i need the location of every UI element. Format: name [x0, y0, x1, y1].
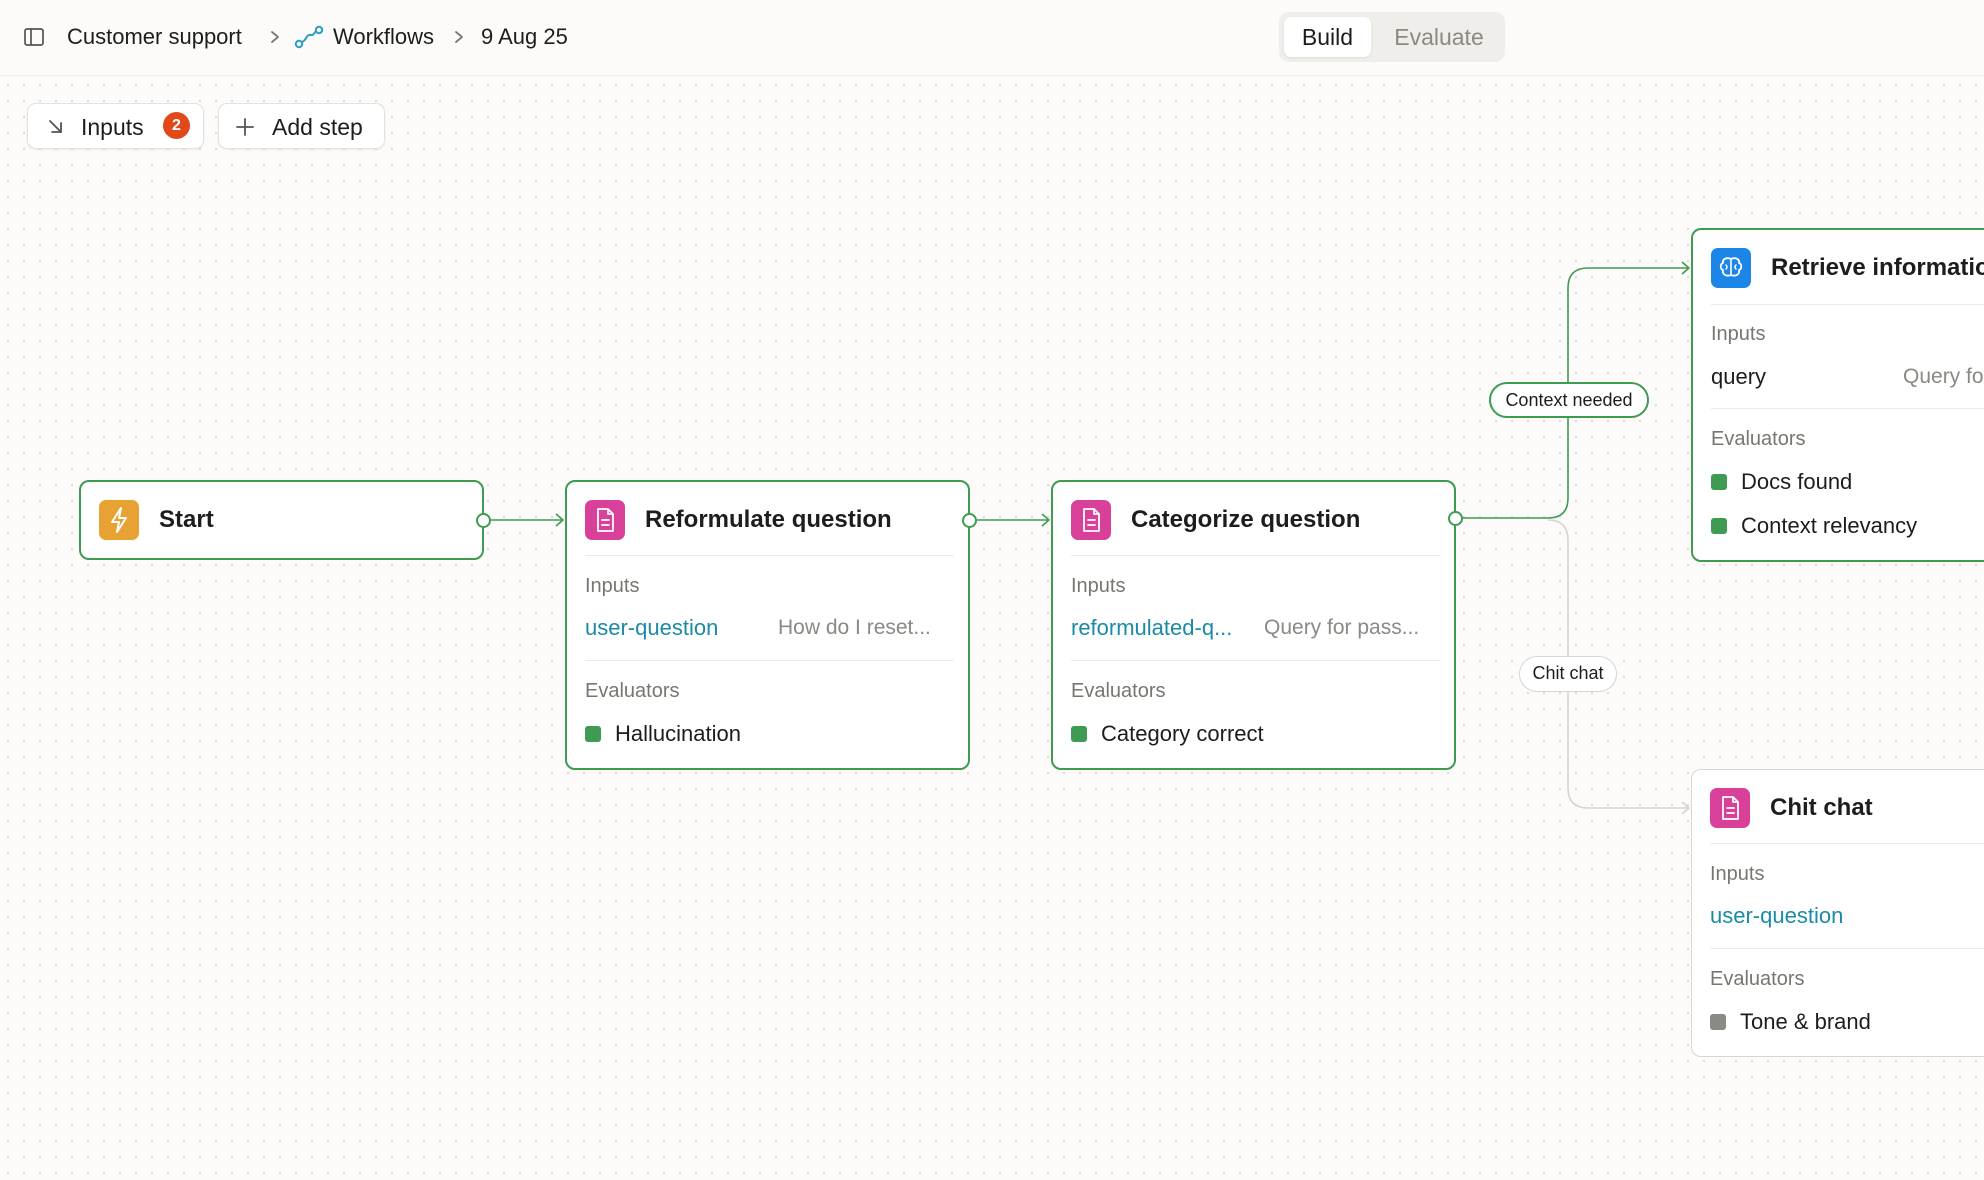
status-passed-indicator	[585, 726, 601, 742]
node-start[interactable]: Start	[79, 480, 484, 560]
node-title: Categorize question	[1131, 506, 1361, 533]
brain-icon	[1711, 248, 1751, 288]
evaluator-item[interactable]: Context relevancy	[1711, 512, 1917, 540]
arrow-down-right-icon	[49, 120, 62, 133]
evaluators-section-label: Evaluators	[1710, 968, 1805, 990]
divider	[585, 660, 954, 661]
evaluator-item[interactable]: Hallucination	[585, 720, 741, 748]
plus-icon	[236, 118, 254, 136]
divider	[1711, 304, 1984, 305]
evaluator-item[interactable]: Tone & brand	[1710, 1008, 1871, 1036]
inputs-section-label: Inputs	[1710, 863, 1765, 885]
node-title: Retrieve informatio	[1771, 254, 1984, 281]
input-value: How do I reset...	[778, 616, 931, 639]
inputs-button[interactable]: Inputs 2	[27, 103, 204, 149]
evaluators-section-label: Evaluators	[1071, 680, 1166, 702]
node-retrieve-information[interactable]: Retrieve informatio Inputs query Query f…	[1691, 228, 1984, 562]
input-name[interactable]: reformulated-q...	[1071, 615, 1233, 640]
edge-label-context-needed[interactable]: Context needed	[1489, 382, 1649, 418]
divider	[1710, 843, 1984, 844]
top-bar: Customer support Workflows 9 Aug 25 Buil…	[0, 0, 1984, 76]
input-name[interactable]: query	[1711, 364, 1767, 389]
breadcrumb-item[interactable]: 9 Aug 25	[481, 24, 568, 49]
input-value: Query fo	[1903, 365, 1984, 388]
inputs-count-badge: 2	[163, 112, 190, 139]
evaluator-name: Context relevancy	[1741, 513, 1918, 538]
evaluator-name: Tone & brand	[1740, 1009, 1871, 1034]
input-name[interactable]: user-question	[1710, 903, 1844, 928]
divider	[1071, 660, 1440, 661]
status-passed-indicator	[1711, 474, 1727, 490]
node-categorize-output-port[interactable]	[1448, 511, 1463, 526]
evaluators-section-label: Evaluators	[1711, 428, 1806, 450]
input-value: Query for pass...	[1264, 616, 1420, 639]
chevron-right-icon	[455, 31, 463, 43]
tab-build[interactable]: Build	[1284, 17, 1371, 57]
inputs-section-label: Inputs	[585, 575, 640, 597]
node-title: Chit chat	[1770, 794, 1873, 821]
evaluator-name: Docs found	[1741, 469, 1853, 494]
node-start-output-port[interactable]	[476, 513, 491, 528]
node-reformulate-question[interactable]: Reformulate question Inputs user-questio…	[565, 480, 970, 770]
document-icon	[585, 500, 625, 540]
status-passed-indicator	[1711, 518, 1727, 534]
add-step-button[interactable]: Add step	[218, 103, 385, 149]
node-categorize-question[interactable]: Categorize question Inputs reformulated-…	[1051, 480, 1456, 770]
status-pending-indicator	[1710, 1014, 1726, 1030]
divider	[1711, 408, 1984, 409]
document-icon	[1710, 788, 1750, 828]
breadcrumb-project[interactable]: Customer support	[67, 24, 242, 49]
evaluators-section-label: Evaluators	[585, 680, 680, 702]
add-step-label: Add step	[272, 114, 363, 140]
evaluator-item[interactable]: Docs found	[1711, 468, 1852, 496]
divider	[585, 555, 954, 556]
evaluator-name: Hallucination	[615, 721, 741, 746]
workflow-icon	[294, 25, 324, 49]
sidebar-toggle-icon[interactable]	[22, 25, 46, 49]
node-chit-chat[interactable]: Chit chat Inputs user-question Evaluator…	[1691, 769, 1984, 1057]
mode-toggle: Build Evaluate	[1279, 12, 1505, 62]
divider	[1710, 948, 1984, 949]
evaluator-item[interactable]: Category correct	[1071, 720, 1264, 748]
divider	[1071, 555, 1440, 556]
inputs-button-label: Inputs	[81, 114, 144, 140]
evaluator-name: Category correct	[1101, 721, 1264, 746]
node-title: Reformulate question	[645, 506, 892, 533]
lightning-icon	[99, 500, 139, 540]
chevron-right-icon	[271, 31, 279, 43]
inputs-section-label: Inputs	[1071, 575, 1126, 597]
breadcrumb-section[interactable]: Workflows	[333, 24, 435, 49]
node-title: Start	[159, 506, 214, 533]
inputs-section-label: Inputs	[1711, 323, 1766, 345]
status-passed-indicator	[1071, 726, 1087, 742]
node-reformulate-output-port[interactable]	[962, 513, 977, 528]
tab-evaluate[interactable]: Evaluate	[1394, 24, 1484, 50]
workflow-canvas[interactable]	[0, 77, 1984, 1180]
edge-label-chit-chat[interactable]: Chit chat	[1519, 656, 1617, 692]
input-name[interactable]: user-question	[585, 615, 719, 640]
document-icon	[1071, 500, 1111, 540]
